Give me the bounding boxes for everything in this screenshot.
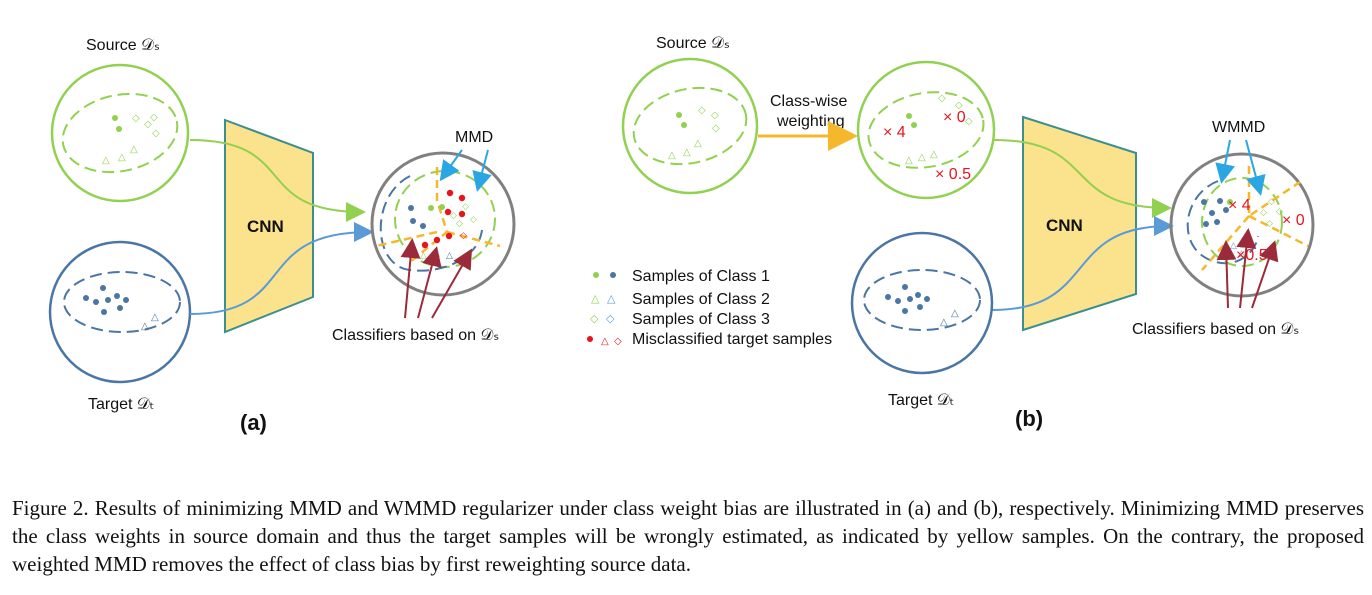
legend-item-class3: Samples of Class 3 xyxy=(632,311,770,328)
svg-text:△: △ xyxy=(130,144,138,155)
source-circle-a: △ △ △ ◇ ◇ ◇ ◇ xyxy=(50,63,190,203)
legend-item-class1: Samples of Class 1 xyxy=(632,268,770,285)
svg-text:△: △ xyxy=(607,292,616,305)
svg-text:◇: ◇ xyxy=(1266,219,1273,229)
panel-a: Source 𝒟ₛ △ △ △ ◇ ◇ ◇ ◇ △ xyxy=(48,37,516,435)
svg-text:◇: ◇ xyxy=(1268,197,1275,207)
classifier-arrows-a xyxy=(400,238,472,319)
svg-text:◇: ◇ xyxy=(606,312,615,325)
result-weight-class1: × 4 xyxy=(1228,197,1251,214)
target-label-a: Target 𝒟ₜ xyxy=(88,396,154,413)
target-flow-arrow-a xyxy=(189,222,374,315)
svg-text:◇: ◇ xyxy=(470,215,477,225)
svg-text:△: △ xyxy=(694,138,702,149)
classifiers-label-a: Classifiers based on 𝒟ₛ xyxy=(332,327,499,344)
svg-text:◇: ◇ xyxy=(144,119,152,130)
svg-text:◇: ◇ xyxy=(590,312,599,325)
svg-text:△: △ xyxy=(102,155,110,166)
legend-item-misclassified: Misclassified target samples xyxy=(632,331,832,348)
target-circle-a: △ △ xyxy=(48,240,192,384)
svg-text:◇: ◇ xyxy=(1260,208,1267,218)
svg-text:△: △ xyxy=(930,149,938,160)
weight-class1: × 4 xyxy=(883,124,906,141)
svg-text:◇: ◇ xyxy=(462,202,469,212)
svg-text:△: △ xyxy=(918,152,926,163)
figure-diagram: Source 𝒟ₛ △ △ △ ◇ ◇ ◇ ◇ △ xyxy=(48,35,1315,435)
weight-class2: × 0.5 xyxy=(935,166,971,183)
svg-text:△: △ xyxy=(446,251,453,261)
svg-text:◇: ◇ xyxy=(955,100,963,111)
svg-text:◇: ◇ xyxy=(712,123,720,134)
svg-text:△: △ xyxy=(940,317,948,328)
legend: Samples of Class 1 △ △ Samples of Class … xyxy=(587,268,832,348)
svg-text:◇: ◇ xyxy=(698,105,706,116)
svg-text:△: △ xyxy=(668,150,676,161)
svg-text:△: △ xyxy=(118,152,126,163)
svg-text:◇: ◇ xyxy=(450,211,457,221)
svg-text:◇: ◇ xyxy=(132,113,140,124)
panel-b: Source 𝒟ₛ △ △ △ ◇ ◇ ◇ Class-wise weighti… xyxy=(621,35,1315,431)
panel-label-a: (a) xyxy=(240,410,267,435)
svg-text:◇: ◇ xyxy=(456,219,463,229)
source-circle-b: △ △ △ ◇ ◇ ◇ xyxy=(621,57,759,195)
cnn-block-b xyxy=(1022,115,1137,332)
source-flow-arrow-a xyxy=(189,139,366,222)
figure-caption: Figure 2. Results of minimizing MMD and … xyxy=(12,496,1364,576)
svg-text:◇: ◇ xyxy=(460,231,467,241)
svg-text:◇: ◇ xyxy=(965,116,973,127)
target-flow-arrow-b xyxy=(991,216,1174,311)
svg-text:◇: ◇ xyxy=(152,128,160,139)
svg-text:◇: ◇ xyxy=(938,93,946,104)
mmd-label: MMD xyxy=(455,129,493,146)
svg-text:△: △ xyxy=(601,336,609,347)
result-circle-a: ◇ ◇ ◇ ◇ ◇ △ △ △ △ xyxy=(370,151,516,297)
weighting-label-line2: weighting xyxy=(776,113,845,130)
source-label-a: Source 𝒟ₛ xyxy=(86,37,160,54)
svg-text:△: △ xyxy=(905,155,913,166)
svg-text:△: △ xyxy=(683,147,691,158)
result-weight-class3: × 0 xyxy=(1282,212,1305,229)
panel-label-b: (b) xyxy=(1015,406,1043,431)
weighting-label-line1: Class-wise xyxy=(770,93,847,110)
wmmd-arrow-right xyxy=(1245,139,1266,196)
weighted-circle-b: △ △ △ ◇ ◇ ◇ xyxy=(856,60,996,200)
source-flow-arrow-b xyxy=(993,139,1172,218)
target-circle-b: △ △ xyxy=(850,231,994,375)
svg-text:◇: ◇ xyxy=(150,112,158,123)
svg-text:△: △ xyxy=(1238,249,1245,259)
classifier-arrows-b xyxy=(1216,228,1279,309)
mmd-arrow-right xyxy=(472,149,492,192)
weight-class3: × 0 xyxy=(943,109,966,126)
svg-text:◇: ◇ xyxy=(1276,207,1283,217)
classifiers-label-b: Classifiers based on 𝒟ₛ xyxy=(1132,321,1299,338)
svg-text:△: △ xyxy=(151,312,159,323)
legend-item-class2: Samples of Class 2 xyxy=(632,291,770,308)
result-weight-class2: ×0.5 xyxy=(1236,247,1268,264)
svg-text:△: △ xyxy=(591,292,600,305)
wmmd-arrow-left xyxy=(1215,139,1235,184)
cnn-label-a: CNN xyxy=(247,217,284,236)
svg-text:△: △ xyxy=(420,251,427,261)
svg-text:◇: ◇ xyxy=(614,336,622,347)
target-label-b: Target 𝒟ₜ xyxy=(888,392,954,409)
cnn-block-a xyxy=(224,118,314,334)
svg-text:△: △ xyxy=(141,321,149,332)
svg-text:△: △ xyxy=(951,308,959,319)
svg-text:◇: ◇ xyxy=(711,110,719,121)
mmd-arrow-left xyxy=(439,149,463,182)
source-label-b: Source 𝒟ₛ xyxy=(656,35,730,52)
cnn-label-b: CNN xyxy=(1046,216,1083,235)
wmmd-label: WMMD xyxy=(1212,119,1265,136)
